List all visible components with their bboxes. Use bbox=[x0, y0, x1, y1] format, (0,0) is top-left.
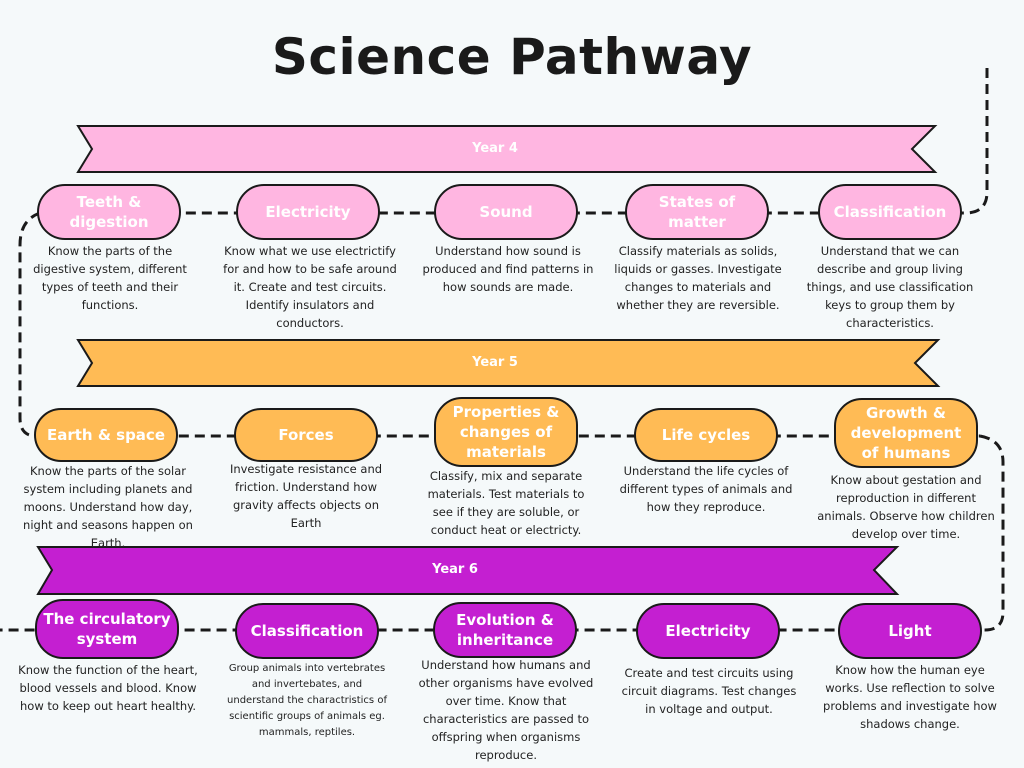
banner-year-4 bbox=[76, 125, 938, 173]
topic-teeth-digestion[interactable]: Teeth & digestion bbox=[37, 184, 181, 240]
year-6-label: Year 6 bbox=[432, 562, 478, 577]
topic-sound[interactable]: Sound bbox=[434, 184, 578, 240]
topic-electricity-y4[interactable]: Electricity bbox=[236, 184, 380, 240]
desc-classification-y6: Group animals into vertebrates and inver… bbox=[227, 663, 387, 738]
desc-forces: Investigate resistance and friction. Und… bbox=[229, 462, 383, 530]
desc-properties-materials: Classify, mix and separate materials. Te… bbox=[427, 469, 585, 537]
year-banners bbox=[36, 125, 941, 595]
banner-year-5 bbox=[76, 339, 941, 387]
desc-life-cycles: Understand the life cycles of different … bbox=[619, 464, 793, 514]
page-title: Science Pathway bbox=[271, 28, 753, 86]
topic-forces[interactable]: Forces bbox=[234, 408, 378, 462]
topic-earth-space[interactable]: Earth & space bbox=[34, 408, 178, 462]
topic-states-of-matter[interactable]: States of matter bbox=[625, 184, 769, 240]
topic-classification-y4[interactable]: Classification bbox=[818, 184, 962, 240]
year-4-label: Year 4 bbox=[472, 141, 518, 156]
topic-evolution-inheritance[interactable]: Evolution & inheritance bbox=[433, 602, 577, 658]
desc-teeth-digestion: Know the parts of the digestive system, … bbox=[33, 244, 187, 312]
dashed-path bbox=[0, 68, 1005, 632]
topic-electricity-y6[interactable]: Electricity bbox=[636, 603, 780, 659]
desc-growth-development: Know about gestation and reproduction in… bbox=[817, 473, 995, 541]
banner-year-6 bbox=[36, 546, 900, 595]
desc-electricity-y6: Create and test circuits using circuit d… bbox=[621, 666, 797, 716]
topic-classification-y6[interactable]: Classification bbox=[235, 603, 379, 659]
topic-light[interactable]: Light bbox=[838, 603, 982, 659]
year-5-label: Year 5 bbox=[472, 355, 518, 370]
desc-classification-y4: Understand that we can describe and grou… bbox=[806, 244, 974, 330]
topic-growth-development[interactable]: Growth & development of humans bbox=[834, 398, 978, 468]
desc-light: Know how the human eye works. Use reflec… bbox=[823, 663, 997, 731]
desc-sound: Understand how sound is produced and fin… bbox=[422, 244, 594, 294]
topic-life-cycles[interactable]: Life cycles bbox=[634, 408, 778, 462]
topic-properties-materials[interactable]: Properties & changes of materials bbox=[434, 397, 578, 467]
desc-earth-space: Know the parts of the solar system inclu… bbox=[23, 464, 193, 550]
desc-states-of-matter: Classify materials as solids, liquids or… bbox=[614, 244, 782, 312]
desc-electricity-y4: Know what we use electrictify for and ho… bbox=[223, 244, 397, 330]
topic-circulatory-system[interactable]: The circulatory system bbox=[35, 599, 179, 659]
desc-circulatory-system: Know the function of the heart, blood ve… bbox=[18, 663, 198, 713]
desc-evolution-inheritance: Understand how humans and other organism… bbox=[418, 658, 594, 762]
